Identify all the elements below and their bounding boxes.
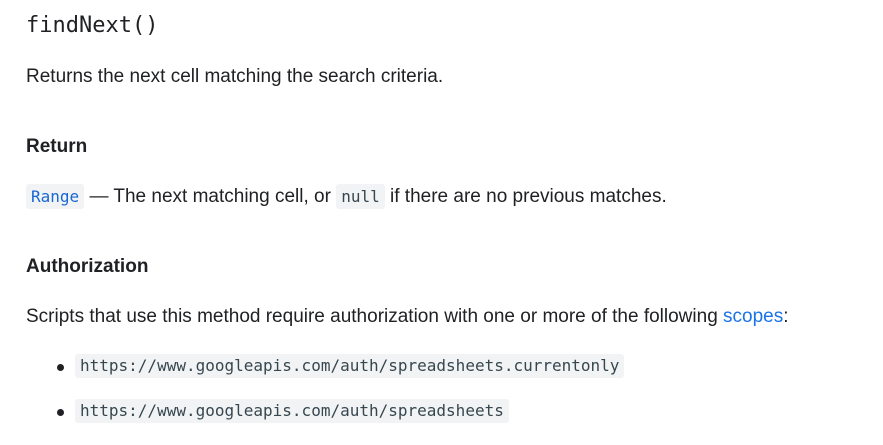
- authorization-text: Scripts that use this method require aut…: [26, 306, 724, 327]
- return-description: Range — The next matching cell, or null …: [26, 183, 667, 211]
- range-type-link[interactable]: Range: [26, 184, 85, 209]
- return-text-before-null: — The next matching cell, or: [84, 186, 337, 207]
- method-title: findNext(): [26, 13, 159, 38]
- scope-code: https://www.googleapis.com/auth/spreadsh…: [75, 354, 625, 378]
- bullet-icon: [57, 409, 64, 416]
- return-text-after-null: if there are no previous matches.: [384, 186, 667, 207]
- scope-code: https://www.googleapis.com/auth/spreadsh…: [75, 399, 509, 423]
- bullet-icon: [57, 364, 64, 371]
- authorization-heading: Authorization: [26, 256, 149, 277]
- authorization-text-end: :: [783, 306, 789, 327]
- authorization-description: Scripts that use this method require aut…: [26, 304, 789, 330]
- method-description: Returns the next cell matching the searc…: [26, 66, 444, 87]
- null-code: null: [336, 184, 385, 209]
- return-heading: Return: [26, 136, 88, 157]
- scopes-link[interactable]: scopes: [723, 306, 784, 327]
